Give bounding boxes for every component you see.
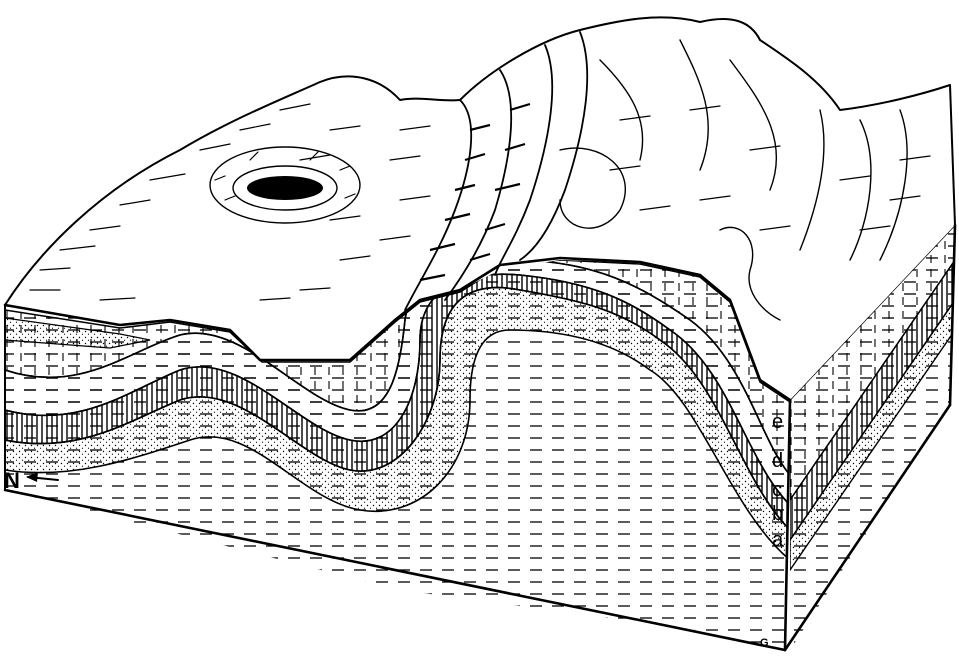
front-cross-section <box>0 250 800 666</box>
side-cross-section <box>780 220 959 660</box>
layer-label-b: b <box>772 503 783 525</box>
north-label: N <box>4 468 20 493</box>
layer-label-e: e <box>772 411 783 433</box>
layer-label-d: d <box>772 450 783 472</box>
layer-label-c: c <box>772 479 782 501</box>
breached-anticline-bowl <box>210 147 360 223</box>
corner-mark: G <box>760 637 769 649</box>
layer-label-a: a <box>772 529 784 551</box>
